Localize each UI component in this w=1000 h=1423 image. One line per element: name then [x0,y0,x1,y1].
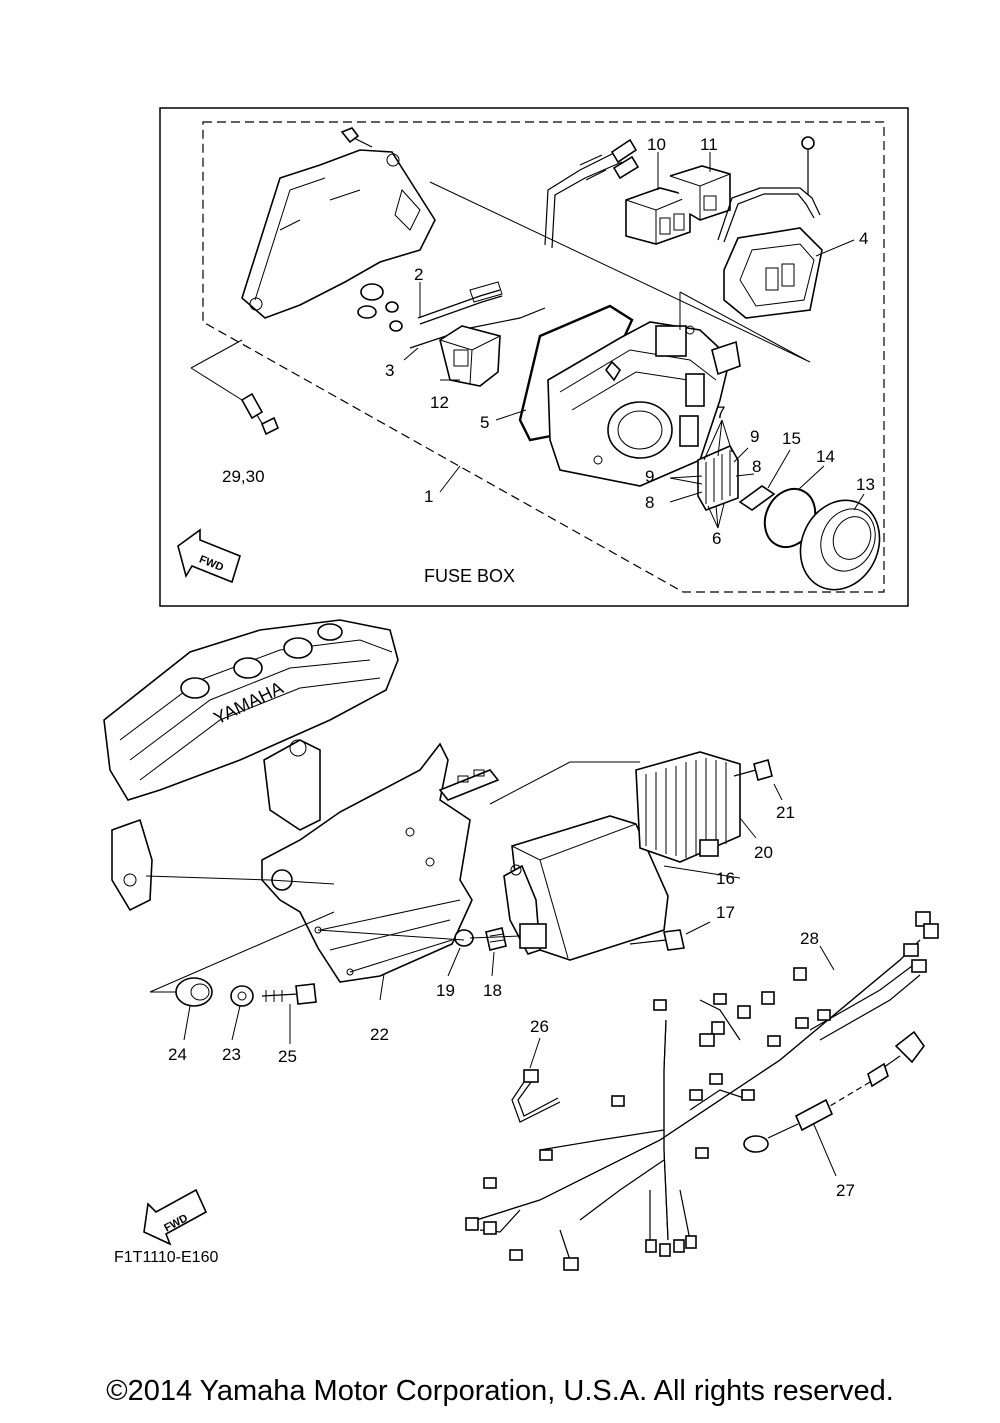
svg-text:27: 27 [836,1181,855,1200]
svg-text:15: 15 [782,429,801,448]
svg-text:20: 20 [754,843,773,862]
fuse-bracket-plate [241,149,436,319]
engine-cylinder-head: YAMAHA [103,619,399,912]
svg-text:26: 26 [530,1017,549,1036]
bolt-17 [629,929,685,951]
svg-text:14: 14 [816,447,835,466]
svg-text:3: 3 [385,361,394,380]
rectifier-regulator [635,751,741,863]
svg-text:18: 18 [483,981,502,1000]
svg-text:7: 7 [716,403,725,422]
screw-29-30 [240,392,280,436]
svg-text:22: 22 [370,1025,389,1044]
drawing-code: F1T1110-E160 [114,1249,218,1266]
svg-text:25: 25 [278,1047,297,1066]
fuse-box-cap [799,499,881,591]
bolt-25 [261,983,317,1005]
svg-text:1: 1 [424,487,433,506]
svg-text:4: 4 [859,229,868,248]
grommet-18 [485,927,507,951]
cdi-unit [503,815,669,961]
svg-text:17: 17 [716,903,735,922]
svg-text:29,30: 29,30 [222,467,265,486]
svg-text:2: 2 [414,265,423,284]
battery-lead [743,1030,925,1153]
svg-text:19: 19 [436,981,455,1000]
svg-text:8: 8 [645,493,654,512]
grommets [357,283,403,332]
lower-leaders [145,761,837,1177]
svg-text:28: 28 [800,929,819,948]
svg-text:5: 5 [480,413,489,432]
junction-block [439,325,501,387]
svg-text:24: 24 [168,1045,187,1064]
bolt [340,127,373,148]
relay-cover [723,227,823,319]
svg-text:21: 21 [776,803,795,822]
svg-text:11: 11 [700,135,718,154]
fwd-arrow-icon: FWD [177,528,241,584]
svg-text:9: 9 [645,467,654,486]
grommet-24 [175,977,213,1007]
wire-leads [544,138,640,249]
relay-10 [625,187,691,245]
fuse-box-label: FUSE BOX [424,566,515,586]
svg-text:8: 8 [752,457,761,476]
washer-23 [230,985,254,1007]
svg-text:6: 6 [712,529,721,548]
svg-text:9: 9 [750,427,759,446]
bolt-21 [733,759,773,781]
svg-text:13: 13 [856,475,875,494]
svg-text:10: 10 [647,135,666,154]
fuse-box-dashed-outline [202,121,885,593]
fwd-arrow-icon: FWD [143,1188,208,1246]
fuse-puller [738,485,776,511]
fuse-box-housing [547,321,741,487]
svg-text:23: 23 [222,1045,241,1064]
relay-holder-bracket [717,136,821,243]
copyright-notice: ©2014 Yamaha Motor Corporation, U.S.A. A… [106,1375,894,1407]
main-wire-harness [465,911,939,1271]
relay-11 [669,165,731,221]
callout-labels: 1 2 3 4 5 6 7 8 8 9 9 10 11 12 13 14 15 … [168,135,875,1200]
svg-text:16: 16 [716,869,735,888]
svg-text:12: 12 [430,393,449,412]
sensor-leads [409,281,546,349]
fuse-box-panel [159,107,909,607]
fuse-box-leaders [190,152,865,529]
wire-lead-26 [511,1069,561,1123]
